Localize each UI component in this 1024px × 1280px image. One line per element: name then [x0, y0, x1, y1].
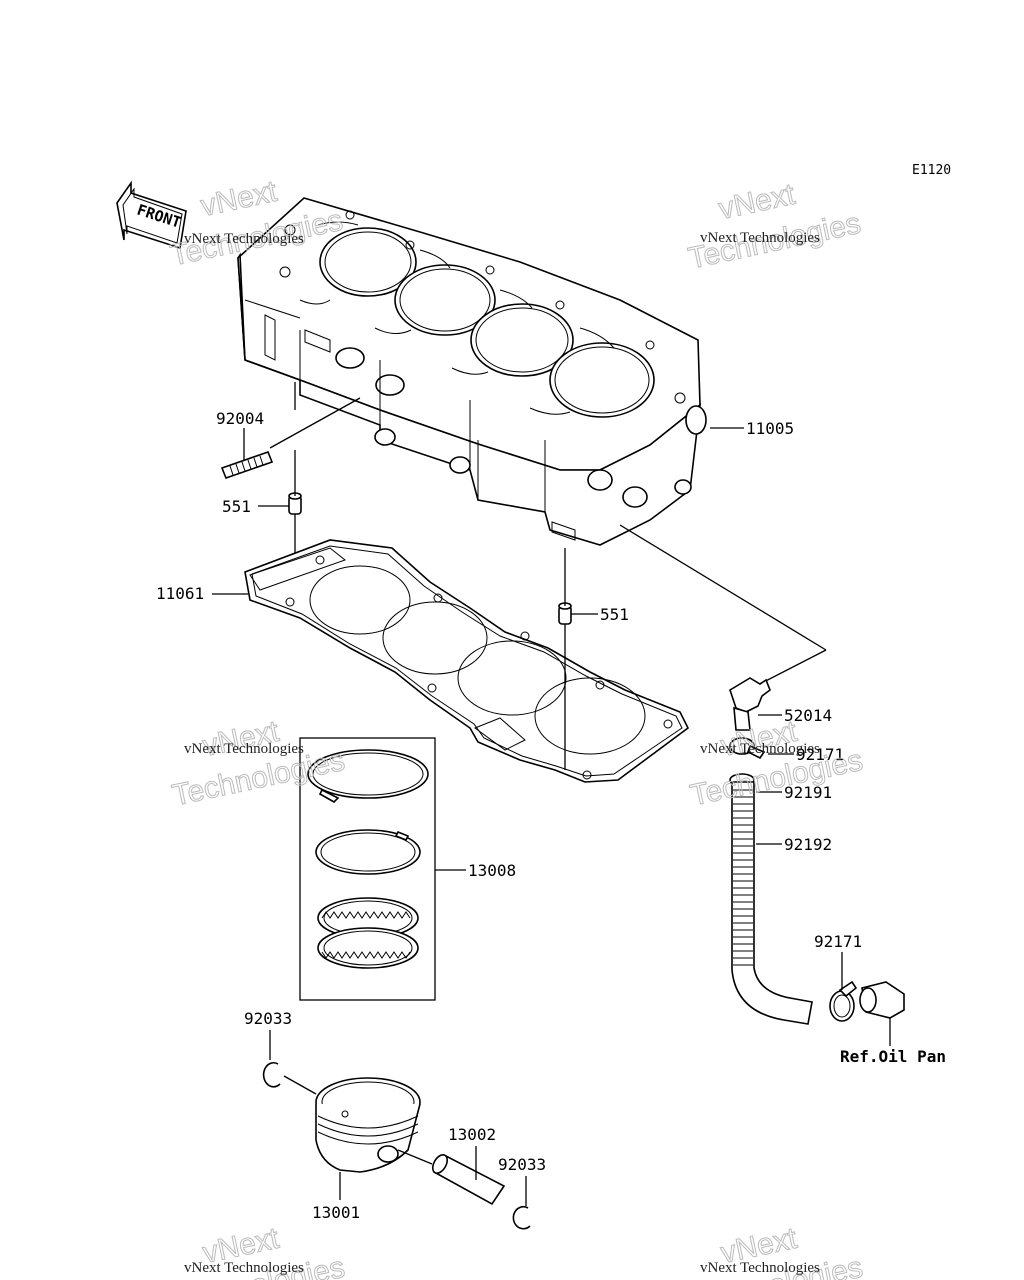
clamp-92171-upper	[729, 737, 794, 760]
label-52014: 52014	[784, 706, 832, 725]
label-551-lower: 551	[600, 605, 629, 624]
label-92033-right: 92033	[498, 1155, 546, 1174]
piston-ring-set	[299, 737, 466, 1001]
label-551-upper: 551	[222, 497, 251, 516]
watermark-caption-mid-left: vNext Technologies	[184, 741, 304, 757]
label-13008: 13008	[468, 861, 516, 880]
piston-13001	[315, 1077, 433, 1200]
dowel-551-lower	[558, 548, 598, 770]
label-11005: 11005	[746, 419, 794, 438]
watermark-top-right: vNext Technologies	[685, 177, 864, 276]
cylinder-block	[237, 197, 707, 546]
label-13001: 13001	[312, 1203, 360, 1222]
watermark-mid-left: vNext Technologies	[169, 714, 348, 813]
dowel-551-upper	[258, 382, 302, 610]
hose-92192	[731, 781, 813, 1025]
label-11061: 11061	[156, 584, 204, 603]
clamp-92171-lower	[829, 952, 858, 1022]
watermark-caption-mid-right: vNext Technologies	[700, 741, 820, 757]
label-92171-upper: 92171	[796, 745, 844, 764]
circlip-92033-right	[512, 1176, 531, 1230]
label-13002: 13002	[448, 1125, 496, 1144]
svg-text:vNext: vNext	[198, 175, 281, 223]
cylinder-gasket	[212, 539, 690, 783]
leader-fitting-upper	[619, 524, 827, 651]
label-92033-left: 92033	[244, 1009, 292, 1028]
label-92192: 92192	[784, 835, 832, 854]
label-reference: Ref.Oil Pan	[840, 1047, 946, 1066]
fitting-52014	[729, 677, 782, 731]
label-92004: 92004	[216, 409, 264, 428]
oil-pan-fitting	[859, 981, 905, 1046]
svg-text:vNext: vNext	[716, 178, 799, 226]
watermark-caption-bottom-right: vNext Technologies	[700, 1260, 820, 1276]
label-92191: 92191	[784, 783, 832, 802]
circlip-92033-left	[262, 1030, 317, 1095]
watermark-caption-top-left: vNext Technologies	[184, 231, 304, 247]
piston-pin-13002	[431, 1146, 506, 1206]
watermark-caption-bottom-left: vNext Technologies	[184, 1260, 304, 1276]
label-92171-lower: 92171	[814, 932, 862, 951]
stud-92004	[220, 397, 361, 480]
watermark-mid-right: vNext Technologies	[687, 714, 866, 813]
diagram-code: E1120	[912, 163, 951, 178]
watermark-caption-top-right: vNext Technologies	[700, 230, 820, 246]
